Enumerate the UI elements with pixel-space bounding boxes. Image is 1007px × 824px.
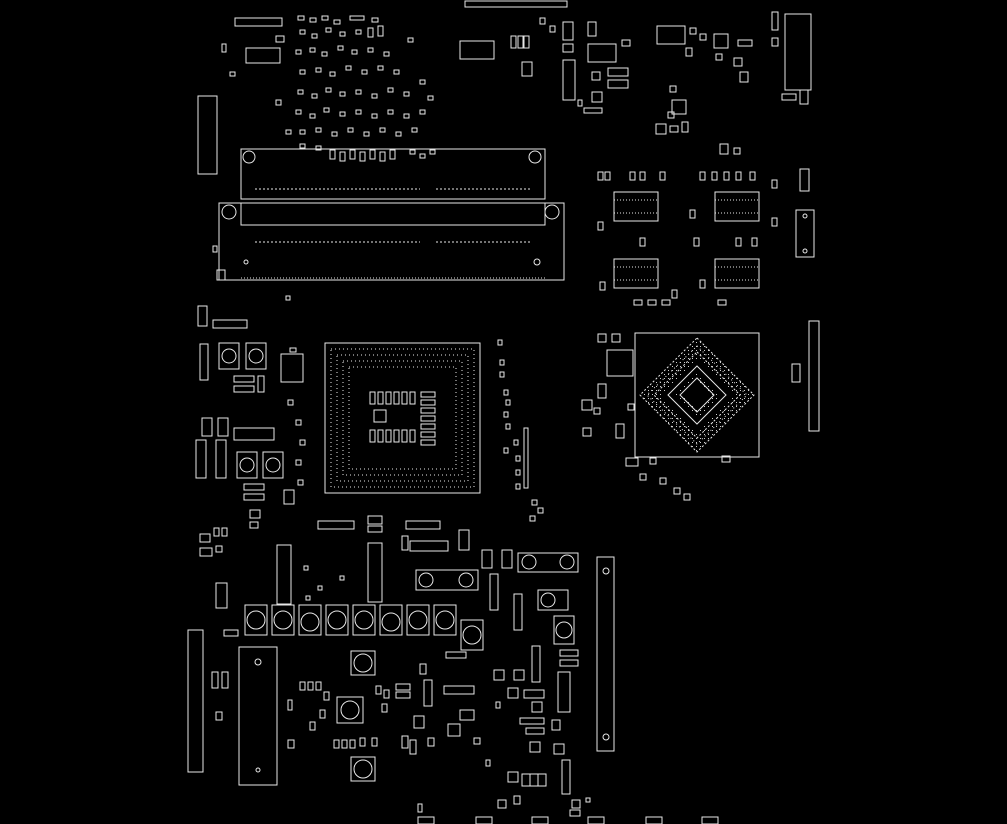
inductor-2 <box>245 342 267 370</box>
edge-connector-4 <box>587 816 605 824</box>
smd-cluster-top <box>221 15 436 162</box>
dimm-slot-1 <box>240 148 546 200</box>
resistor-column <box>497 339 544 522</box>
header-right-tall <box>808 320 820 432</box>
edge-connector-6 <box>701 816 719 824</box>
dram-chip-3 <box>613 258 659 289</box>
edge-connector-3 <box>531 816 549 824</box>
header-top-right <box>784 13 812 91</box>
chip-top-right <box>656 25 686 45</box>
inductor-1 <box>218 342 240 370</box>
edge-connector-1 <box>417 816 435 824</box>
header-top-left <box>234 17 283 27</box>
chip-bottom-left <box>238 646 278 786</box>
connector-strip-top <box>464 0 568 8</box>
dram-chip-4 <box>714 258 760 289</box>
vertical-header-left <box>197 95 218 175</box>
capacitor-row <box>244 604 575 651</box>
inductor-3 <box>236 451 258 479</box>
dimm-slot-2 <box>212 202 565 281</box>
edge-connector-2 <box>475 816 493 824</box>
inductor-4 <box>262 451 284 479</box>
chip-right-vertical <box>795 209 815 258</box>
dram-chip-2 <box>714 191 760 222</box>
chip-top-left <box>245 47 281 64</box>
connector-vertical-right <box>596 556 615 752</box>
connector-right-small <box>799 168 810 192</box>
bga-pads <box>644 342 753 451</box>
chip-top-mid <box>459 40 495 60</box>
cpu-socket <box>324 342 481 494</box>
edge-connector-5 <box>645 816 663 824</box>
dram-chip-1 <box>613 191 659 222</box>
header-bottom-left <box>187 629 204 773</box>
